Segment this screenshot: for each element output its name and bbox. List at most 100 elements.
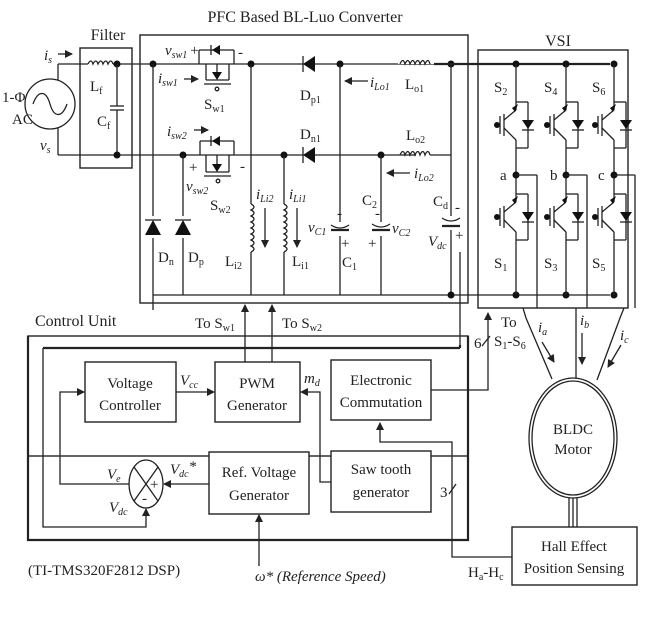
- diode-dp1: [302, 56, 315, 72]
- md-label: md: [304, 371, 321, 389]
- ve-label: Ve: [107, 467, 121, 485]
- diode-dp: [175, 216, 191, 238]
- ili1-label: iLi1: [289, 187, 307, 205]
- c1-minus: -: [337, 206, 342, 222]
- electronic-commutation-block: [330, 359, 432, 421]
- ref-voltage-line2: Generator: [229, 488, 289, 504]
- c1-plus: +: [341, 236, 349, 252]
- converter-title: PFC Based BL-Luo Converter: [207, 9, 403, 26]
- converter-box: [139, 34, 469, 304]
- vdc-label: Vdc: [428, 234, 447, 252]
- bldc-motor: BLDC Motor: [528, 377, 618, 499]
- switch-label-s2: S2: [494, 80, 507, 98]
- hall-label-line1: Hall Effect: [541, 539, 608, 555]
- switch-label-s1: S1: [494, 256, 507, 274]
- to-sw2-label: To Sw2: [282, 316, 322, 334]
- igbt-lower-3: [592, 190, 632, 244]
- capacitor-c2: [371, 223, 391, 228]
- igbt-lower-1: [494, 190, 534, 244]
- to-s1-s6-line1: To: [501, 315, 517, 331]
- sw1-minus: -: [238, 45, 243, 61]
- saw-tooth-line1: Saw tooth: [351, 462, 412, 478]
- vc1-label: vC1: [308, 220, 326, 238]
- to-s1-s6-line2: S1-S6: [494, 334, 526, 352]
- cd-label: Cd: [433, 194, 448, 212]
- cd-plus: +: [455, 228, 463, 244]
- inductor-lo2: [399, 150, 431, 157]
- ilo1-label: iLo1: [370, 75, 390, 93]
- lo2-label: Lo2: [406, 128, 425, 146]
- dsp-note: (TI-TMS320F2812 DSP): [28, 563, 180, 579]
- isw2-label: isw2: [167, 124, 187, 142]
- c1-label: C1: [342, 255, 357, 273]
- igbt-upper-3: [592, 98, 632, 152]
- switch-label-s4: S4: [544, 80, 557, 98]
- ib-label: ib: [580, 313, 589, 331]
- ili2-label: iLi2: [256, 187, 274, 205]
- sum-minus: -: [142, 491, 147, 507]
- igbt-upper-2: [544, 98, 584, 152]
- switch-sw2: [199, 136, 235, 184]
- motor-label-line1: BLDC: [553, 422, 593, 438]
- isw1-label: isw1: [158, 71, 178, 89]
- inductor-li2: [249, 203, 255, 253]
- vdc-ref-label: Vdc*: [170, 459, 197, 480]
- sw2-label: Sw2: [210, 198, 231, 216]
- lo1-label: Lo1: [405, 77, 424, 95]
- vdc-feedback-label: Vdc: [109, 500, 128, 518]
- electronic-commutation-line1: Electronic: [350, 373, 412, 389]
- inductor-li1: [282, 203, 288, 253]
- filter-box: [79, 47, 133, 169]
- vsi-title: VSI: [545, 33, 571, 50]
- sw2-minus: -: [240, 159, 245, 175]
- ic-label: ic: [620, 328, 629, 346]
- vsi-box: [477, 49, 629, 309]
- source-ac-label: AC: [12, 112, 33, 128]
- capacitor-c1: [330, 224, 350, 229]
- dp-label: Dp: [188, 250, 204, 268]
- saw-tooth-generator-block: [330, 450, 432, 513]
- diode-dn: [145, 216, 161, 238]
- igbt-lower-2: [544, 190, 584, 244]
- source-phase-label: 1-Φ: [2, 90, 25, 106]
- control-unit-title: Control Unit: [35, 313, 117, 330]
- ref-voltage-generator-block: [208, 451, 310, 515]
- sw2-plus: +: [189, 160, 197, 176]
- source-voltage-label: vs: [40, 138, 51, 156]
- li1-label: Li1: [292, 254, 309, 272]
- cd-minus: -: [455, 200, 460, 216]
- switch-sw1: [198, 45, 235, 92]
- phase-label-c: c: [598, 168, 605, 184]
- filter-capacitor-label: Cf: [97, 114, 111, 132]
- ia-label: ia: [538, 320, 547, 338]
- ilo2-label: iLo2: [414, 166, 434, 184]
- c2-plus: +: [368, 236, 376, 252]
- source-current-label: is: [44, 48, 52, 66]
- filter-inductor: [87, 60, 114, 66]
- motor-label-line2: Motor: [554, 442, 592, 458]
- filter-inductor-label: Lf: [90, 79, 103, 97]
- dp1-label: Dp1: [300, 88, 321, 106]
- igbt-upper-1: [494, 98, 534, 152]
- ac-source: 1-Φ AC is vs: [2, 48, 76, 156]
- vcc-label: Vcc: [180, 373, 199, 391]
- to-sw1-label: To Sw1: [195, 316, 235, 334]
- summing-junction: + -: [128, 459, 164, 509]
- sum-plus: +: [150, 477, 158, 493]
- c2-minus: -: [375, 206, 380, 222]
- sw1-label: Sw1: [204, 97, 225, 115]
- hall-sensor-box: [511, 526, 638, 586]
- pwm-generator-line2: Generator: [227, 398, 287, 414]
- voltage-controller-line1: Voltage: [107, 376, 153, 392]
- switch-label-s3: S3: [544, 256, 557, 274]
- bus-3-label: 3: [440, 485, 448, 501]
- vsw2-label: vsw2: [186, 179, 208, 197]
- li2-label: Li2: [225, 254, 242, 272]
- switch-label-s5: S5: [592, 256, 605, 274]
- phase-label-a: a: [500, 168, 507, 184]
- inductor-lo1: [399, 59, 431, 66]
- pwm-generator-line1: PWM: [239, 376, 275, 392]
- hall-label-line2: Position Sensing: [524, 561, 625, 577]
- dn1-label: Dn1: [300, 127, 321, 145]
- diode-dn1: [302, 147, 315, 163]
